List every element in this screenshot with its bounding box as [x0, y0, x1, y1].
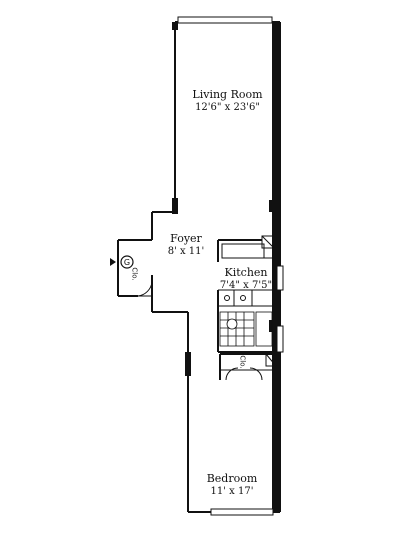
- kitchen-name: Kitchen: [224, 266, 268, 279]
- utility-block: [219, 311, 273, 347]
- living-room-label: Living Room 12'6" x 23'6": [180, 88, 275, 114]
- living-room-name: Living Room: [192, 88, 263, 101]
- entry-marker: G: [110, 255, 134, 269]
- bedroom-name: Bedroom: [206, 472, 258, 485]
- bedroom-dims: 11' x 17': [210, 485, 254, 497]
- foyer-label: Foyer 8' x 11': [156, 232, 216, 258]
- living-room-dims: 12'6" x 23'6": [195, 101, 260, 113]
- bedroom-label: Bedroom 11' x 17': [192, 472, 272, 498]
- kitchen-counters: [218, 235, 275, 307]
- foyer-closet-label: Clo.: [130, 267, 139, 281]
- entry-label: G: [124, 258, 130, 267]
- hall-closet-label: Clo.: [238, 355, 247, 369]
- kitchen-label: Kitchen 7'4" x 7'5": [216, 266, 276, 292]
- windows: [177, 16, 284, 516]
- foyer-dims: 8' x 11': [167, 245, 205, 257]
- foyer-name: Foyer: [170, 232, 202, 245]
- doors: [137, 281, 277, 381]
- kitchen-dims: 7'4" x 7'5": [219, 279, 273, 291]
